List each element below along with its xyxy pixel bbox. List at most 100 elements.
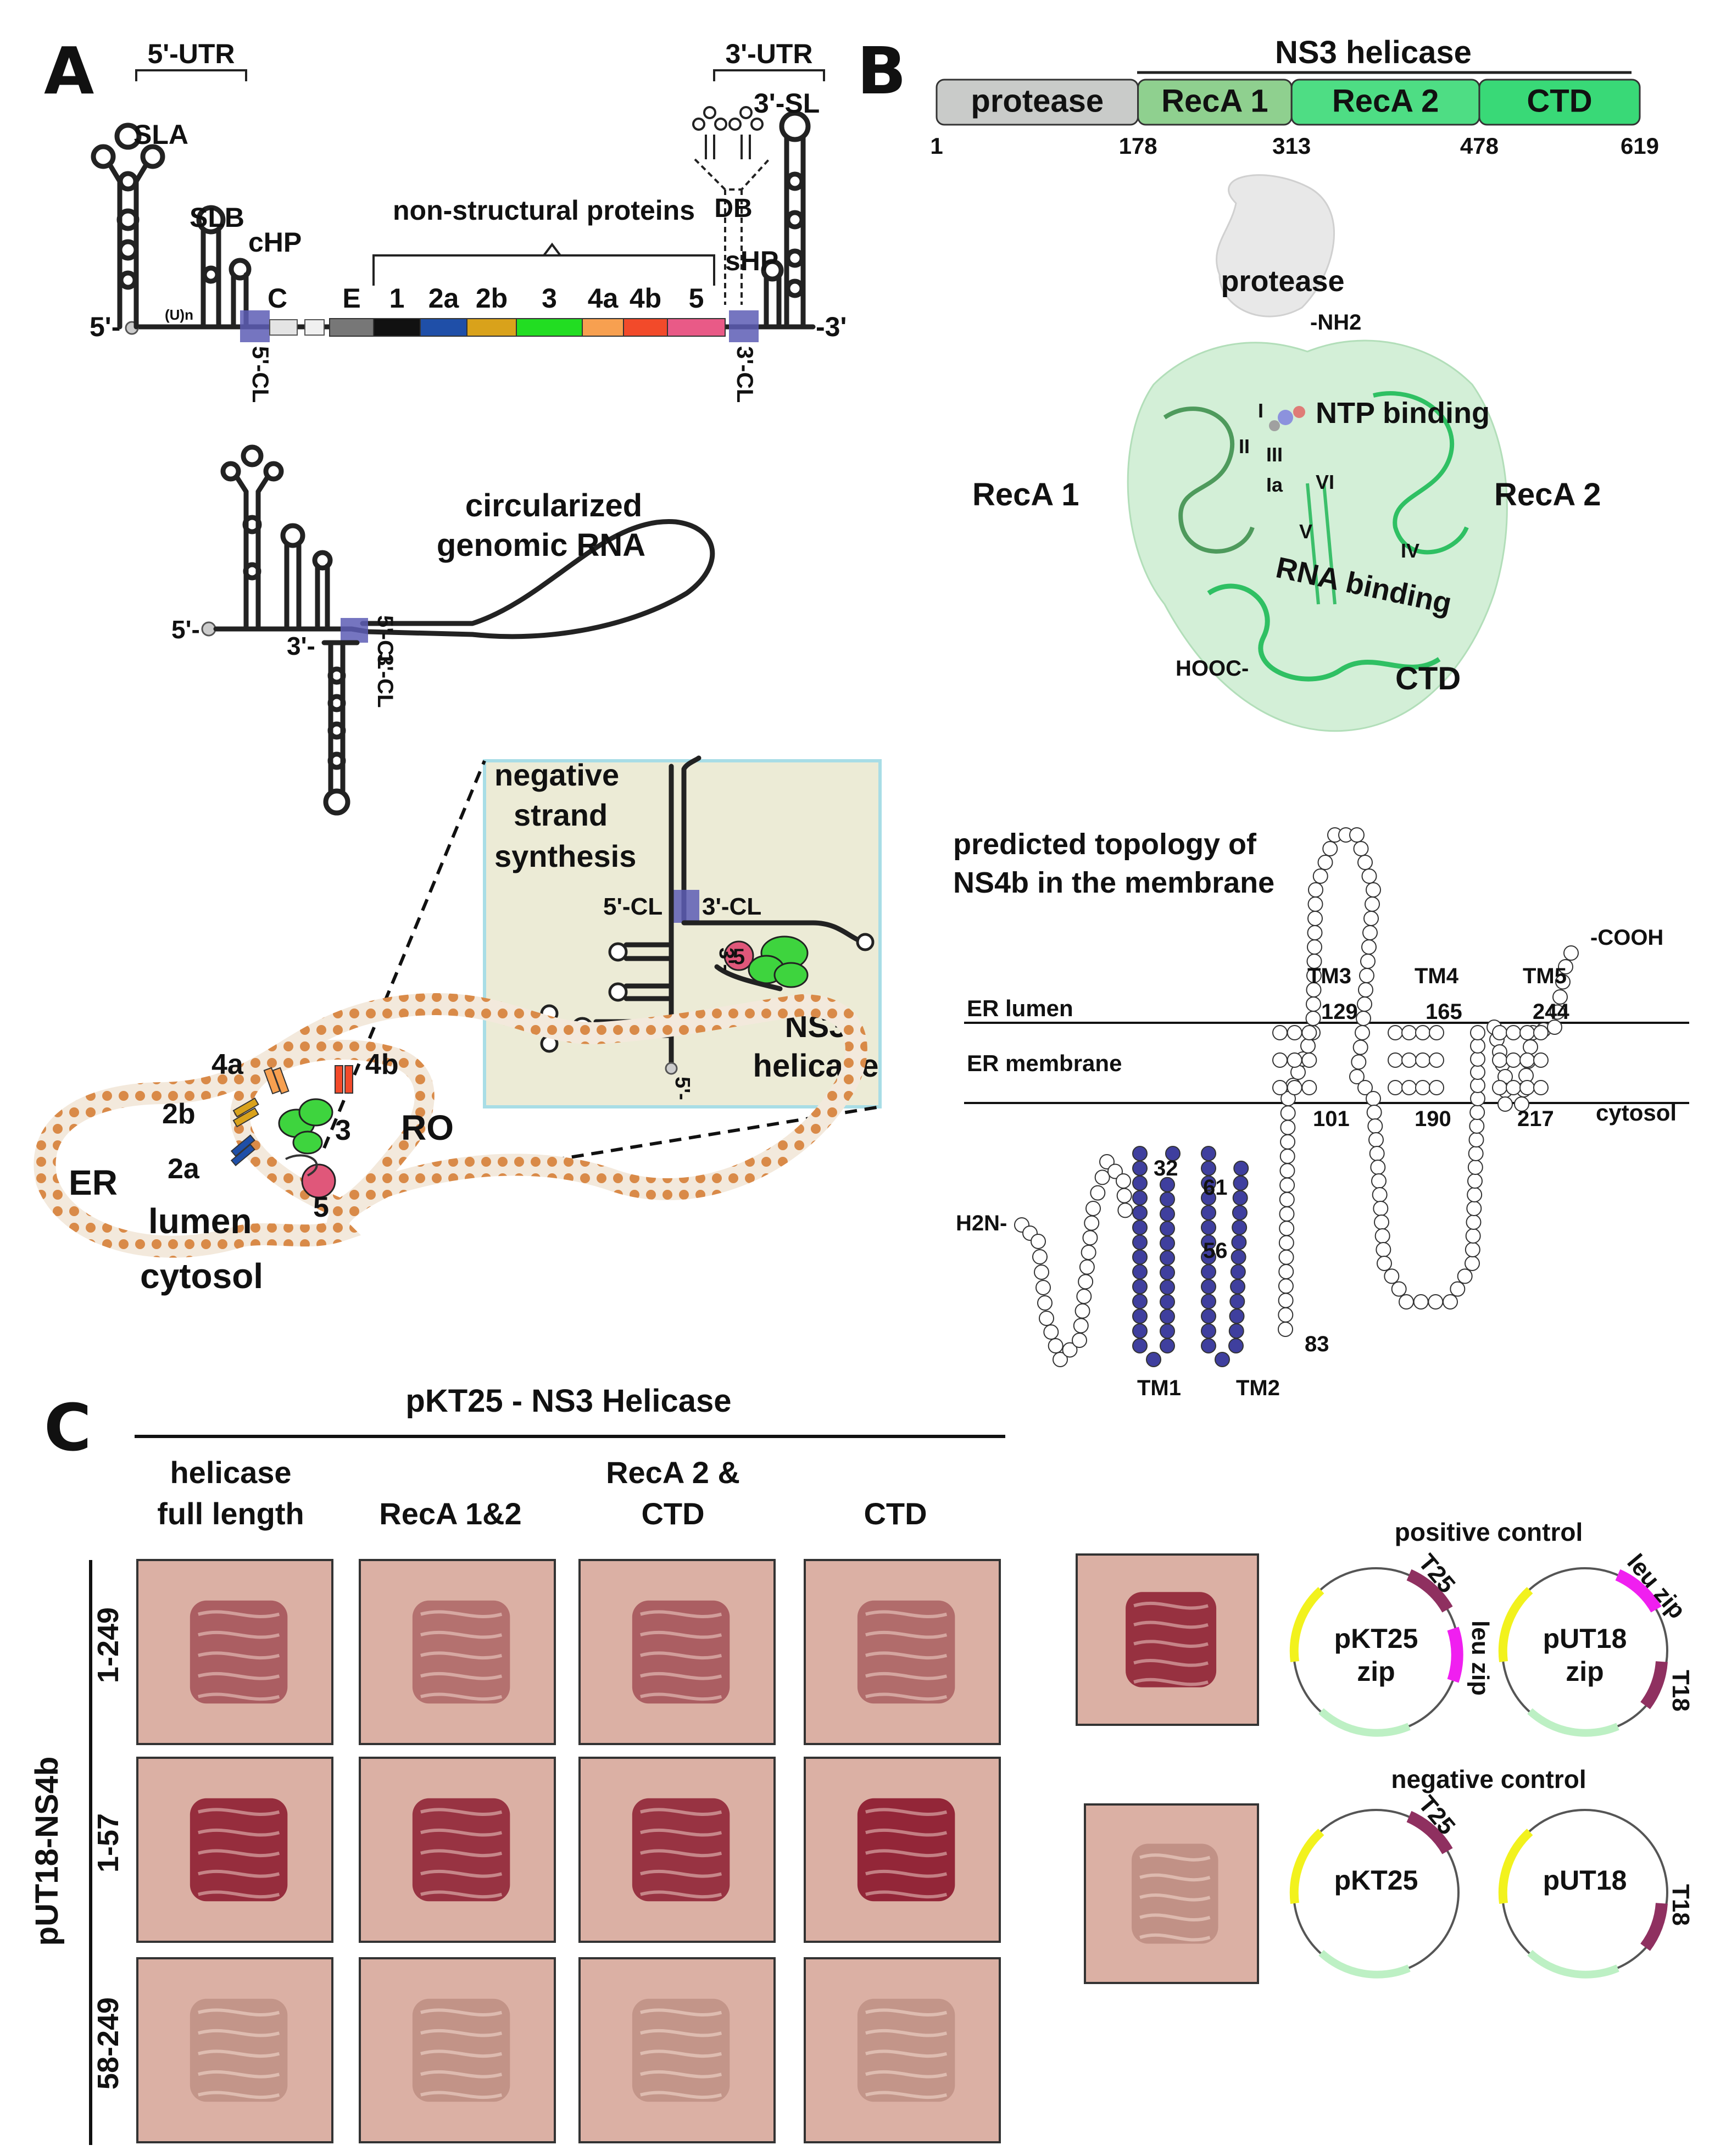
plasmid-pkt25-zip-name: pKT25	[1334, 1623, 1418, 1654]
ro-proteins	[230, 1065, 353, 1199]
slb-stemloop	[196, 205, 226, 330]
domain-3	[1478, 79, 1641, 126]
sl3-stemloop	[779, 110, 811, 330]
ns3-helicase-title: NS3 helicase	[1275, 35, 1472, 70]
circularized-genome	[201, 444, 715, 816]
circ-cl3: 3'-CL	[373, 654, 397, 707]
cytosol-topology-label: cytosol	[1596, 1100, 1677, 1126]
topology-helix5b	[1492, 1052, 1549, 1068]
plasmid-put18-zip-name: pUT18	[1543, 1623, 1627, 1654]
utr3-bracket	[713, 69, 825, 81]
inset-5prime: 5'-	[671, 1077, 694, 1100]
plasmid-put18-name: pUT18	[1543, 1865, 1627, 1896]
col-header-0-l1: helicase	[170, 1455, 291, 1490]
res-190: 190	[1415, 1107, 1451, 1131]
gene-box-5	[667, 318, 726, 337]
gene-label-C: C	[268, 283, 287, 314]
gene-box-prm	[304, 319, 325, 336]
plate-r2-c3	[804, 1957, 1001, 2143]
position-178: 178	[1119, 133, 1157, 159]
gene-label-1: 1	[389, 283, 405, 314]
gene-box-E	[329, 318, 374, 337]
positive-control-label: positive control	[1395, 1518, 1583, 1546]
er-lumen-label: ER lumen	[967, 995, 1073, 1021]
db-region	[692, 106, 770, 305]
panel-a-letter: A	[44, 33, 94, 109]
utr5-bracket	[135, 69, 247, 81]
mem-2a: 2a	[168, 1153, 200, 1185]
neg-strand-2: strand	[514, 798, 608, 832]
topology-helix3	[1272, 1025, 1317, 1040]
gene-box-4b	[623, 318, 668, 337]
plate-r1-c3	[804, 1757, 1001, 1943]
circ-cl5: 5'-CL	[373, 615, 397, 669]
struct-reca1: RecA 1	[972, 477, 1079, 512]
ns3-structure	[1127, 174, 1508, 732]
sla-label: SLA	[133, 119, 188, 150]
struct-reca2: RecA 2	[1494, 477, 1601, 512]
gene-box-4a	[582, 318, 624, 337]
motif-i: I	[1258, 399, 1263, 422]
genome-5prime-label: 5'-	[90, 311, 120, 342]
plasmid-pkt25-name: pKT25	[1334, 1865, 1418, 1896]
struct-nh2: -NH2	[1310, 310, 1361, 335]
mem-4b: 4b	[365, 1049, 399, 1080]
position-619: 619	[1621, 133, 1659, 159]
motif-ii: II	[1239, 435, 1250, 458]
row-label-2: 58-249	[92, 1997, 125, 2090]
position-313: 313	[1272, 133, 1311, 159]
chp-label: cHP	[248, 227, 302, 258]
gene-label-4a: 4a	[588, 283, 619, 314]
plate-r0-c3	[804, 1559, 1001, 1745]
col-header-3-l2: CTD	[864, 1496, 927, 1531]
tm4-label: TM4	[1415, 964, 1459, 988]
mem-4a: 4a	[211, 1049, 244, 1080]
negative-control-label: negative control	[1391, 1765, 1586, 1793]
struct-hooc: HOOC-	[1176, 656, 1249, 681]
col-header-1-l2: RecA 1&2	[379, 1496, 521, 1531]
res-165: 165	[1426, 1000, 1462, 1024]
cl3-box	[729, 310, 759, 342]
control-plates	[1076, 1553, 1259, 1984]
position-1: 1	[930, 133, 943, 159]
tm2-label: TM2	[1236, 1376, 1280, 1400]
res-101: 101	[1313, 1107, 1350, 1131]
sl3-label: 3'-SL	[754, 88, 820, 119]
inset-negative-strand	[483, 755, 882, 1108]
plate-r1-c1	[359, 1757, 556, 1943]
topology-title-2: NS4b in the membrane	[953, 866, 1274, 899]
domain-label-1: RecA 1	[1161, 83, 1268, 119]
panel-c-letter: C	[44, 1390, 92, 1466]
motif-vi: VI	[1316, 471, 1334, 493]
plate-r1-c2	[578, 1757, 776, 1943]
neg-strand-3: synthesis	[494, 839, 636, 873]
motif-iii: III	[1266, 443, 1283, 466]
ns-proteins-label: non-structural proteins	[393, 195, 695, 226]
gene-box-2b	[466, 318, 517, 337]
side-label: pUT18-NS4b	[29, 1757, 65, 1946]
gene-box-3	[516, 318, 583, 337]
domain-label-3: CTD	[1527, 83, 1592, 119]
struct-ntp: NTP binding	[1316, 397, 1490, 430]
gene-box-c	[269, 319, 298, 336]
un-label: (U)n	[165, 307, 193, 323]
plate-r0-c2	[578, 1559, 776, 1745]
res-129: 129	[1321, 1000, 1358, 1024]
tm5-label: TM5	[1523, 964, 1567, 988]
negative-control-plate	[1084, 1803, 1259, 1984]
inset-cl3: 3'-CL	[702, 893, 761, 920]
plasmid-put18-zip-sub: zip	[1566, 1656, 1603, 1687]
gene-label-3: 3	[542, 283, 557, 314]
topology-tm2	[1201, 1146, 1249, 1367]
gene-label-5: 5	[689, 283, 704, 314]
topology-title-1: predicted topology of	[953, 828, 1257, 861]
plate-r2-c1	[359, 1957, 556, 2143]
lumen-label: lumen	[148, 1201, 252, 1241]
panel-a: A 5'-UTR 3'-UTR 5'- -3' SLA (U)n	[34, 33, 882, 1296]
topology-loop1	[1165, 1146, 1181, 1161]
